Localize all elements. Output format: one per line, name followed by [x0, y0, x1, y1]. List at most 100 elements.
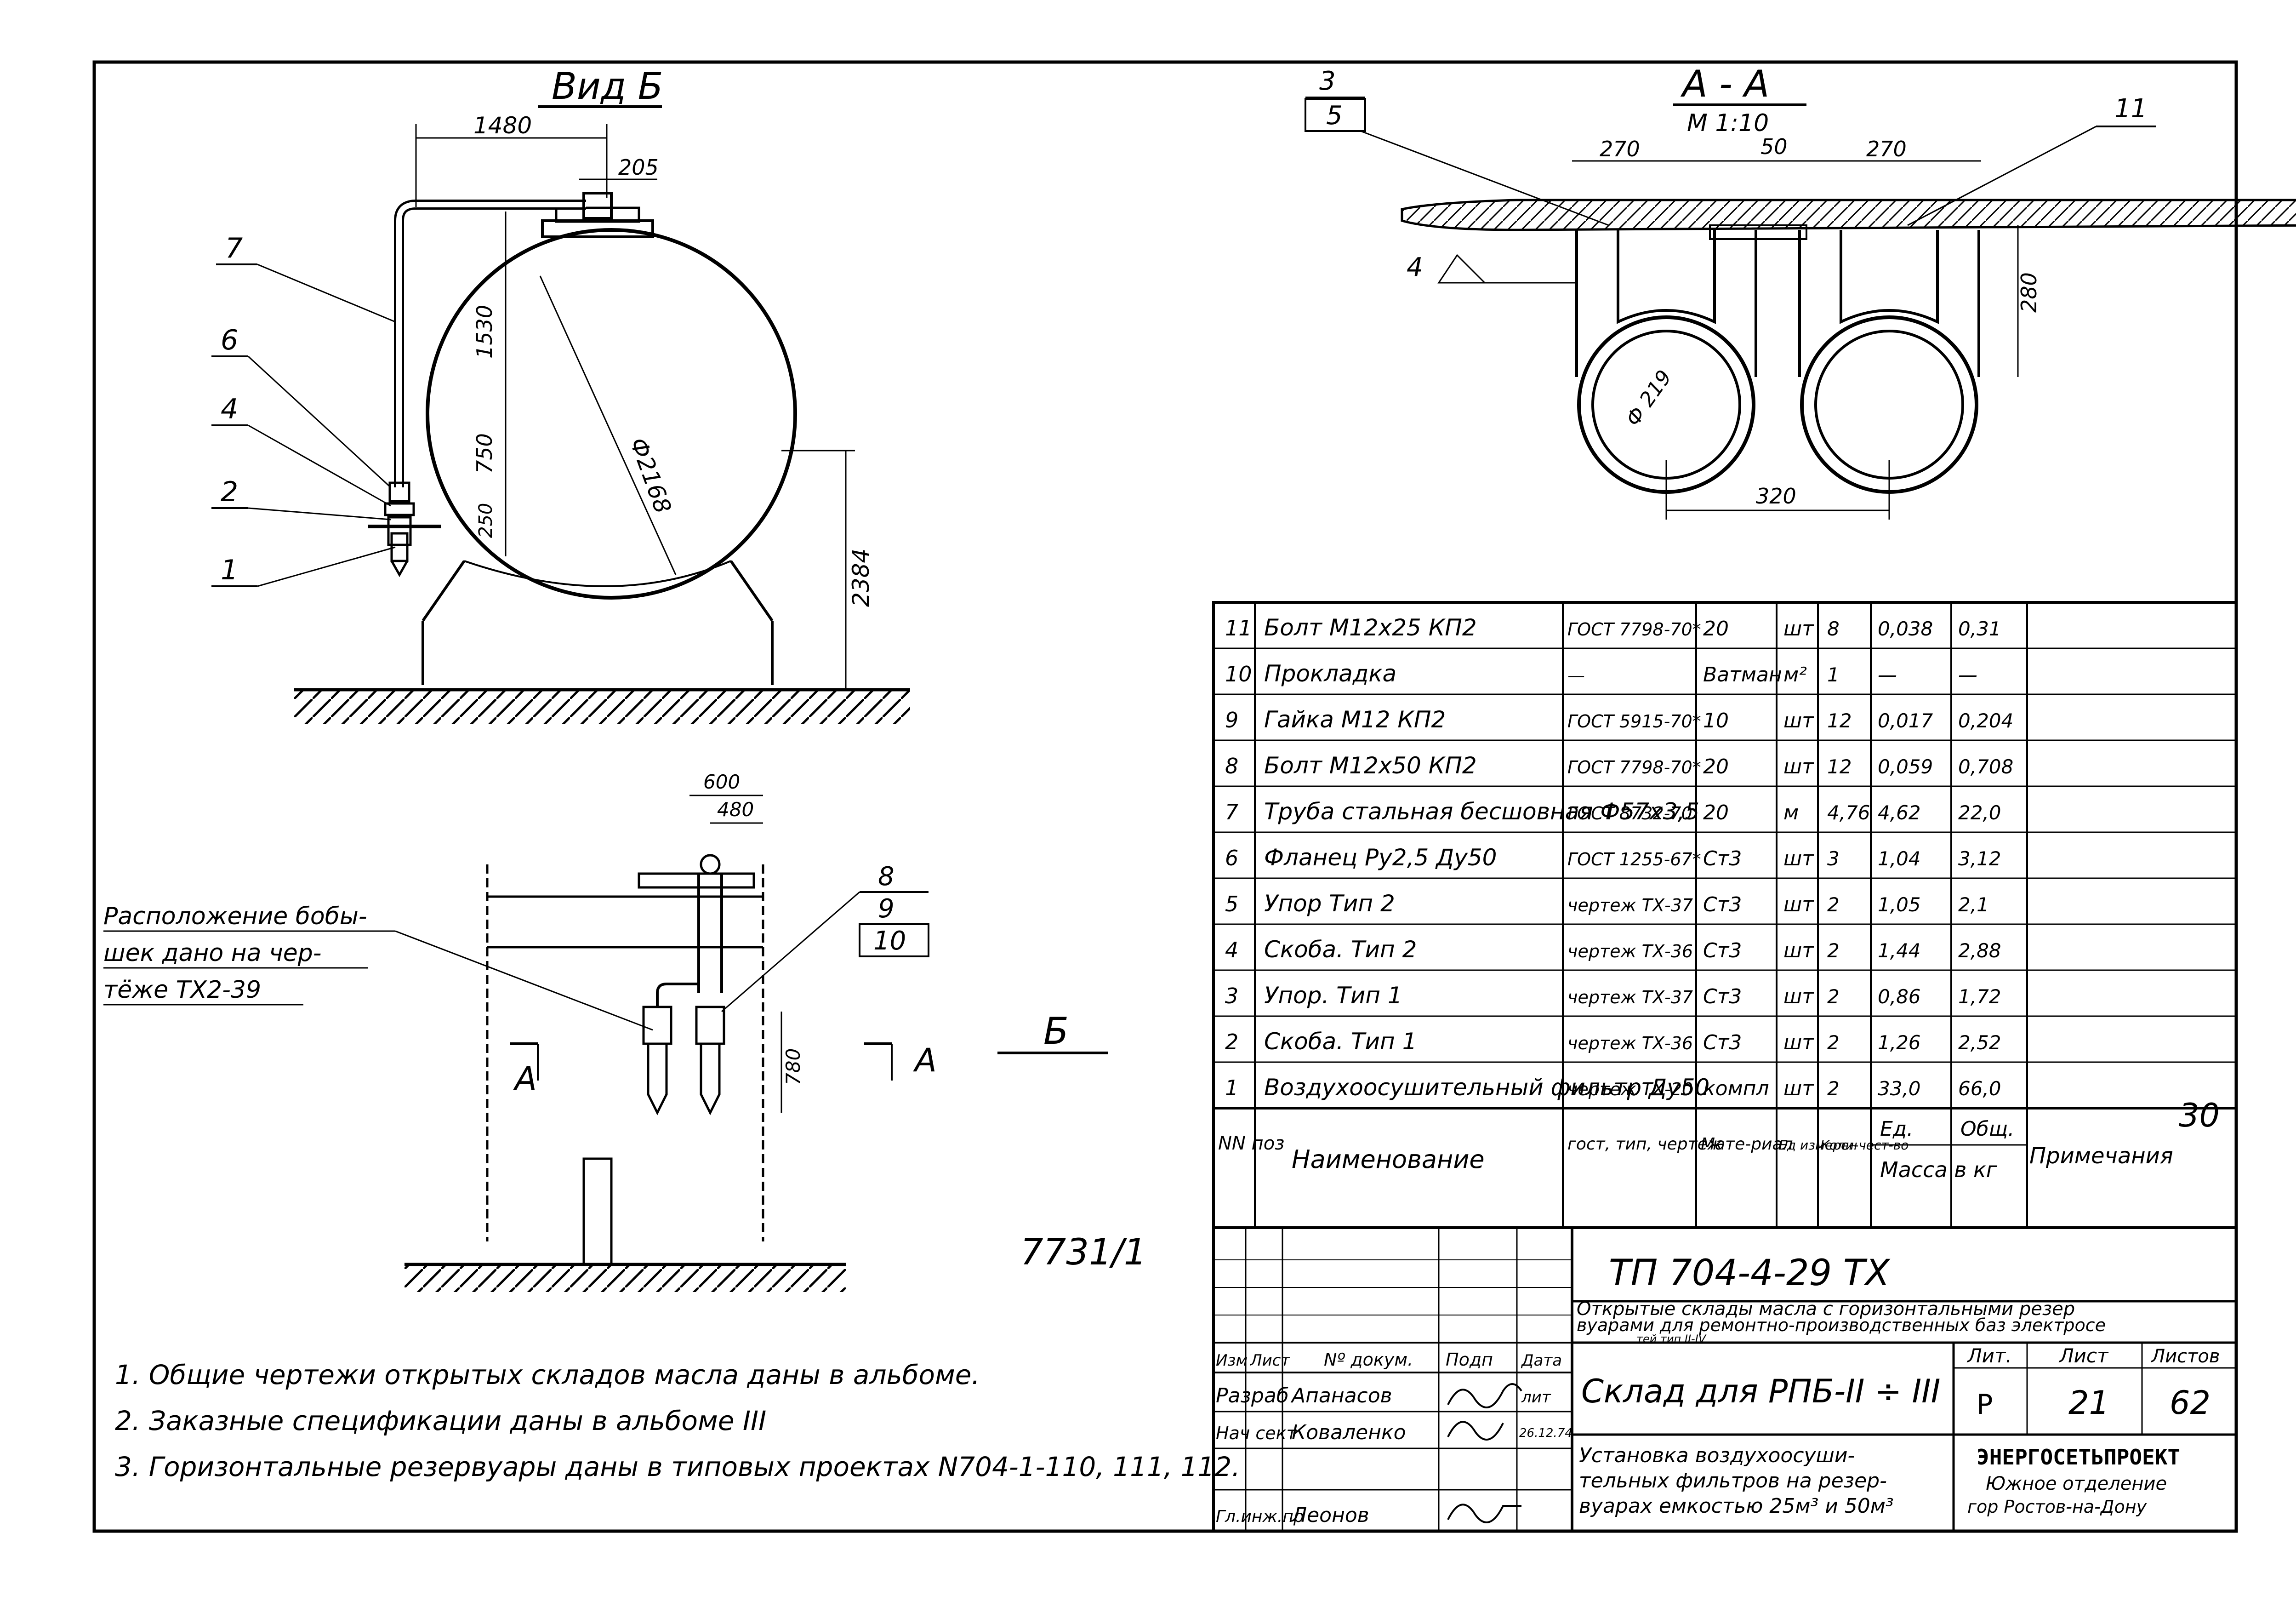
doc-code: ТП 704-4-29 ТХ	[1609, 1252, 1891, 1294]
svg-text:11: 11	[2114, 94, 2147, 124]
title-block: ТП 704-4-29 ТХ Открытые склады масла с г…	[1212, 1226, 2238, 1533]
spec-mass-unit: 1,26	[1878, 1031, 1921, 1054]
spec-pos: 3	[1225, 984, 1238, 1008]
svg-text:1: 1	[221, 554, 238, 586]
svg-text:62: 62	[2170, 1384, 2211, 1422]
spec-mass-total: 22,0	[1958, 801, 2001, 824]
spec-header-material: Мате-риал	[1701, 1135, 1793, 1154]
svg-text:Дата: Дата	[1521, 1351, 1562, 1370]
svg-text:Nº докум.: Nº докум.	[1324, 1350, 1413, 1370]
spec-qty: 3	[1827, 847, 1840, 870]
spec-qty: 2	[1827, 1077, 1840, 1100]
spec-material: Ст3	[1703, 939, 1742, 962]
spec-mass-unit: 0,86	[1878, 985, 1921, 1008]
spec-mass-unit: 0,017	[1878, 709, 1933, 732]
view-b-callouts: 7 6 4 2 1	[211, 232, 396, 587]
spec-name: Болт М12х25 КП2	[1264, 614, 1477, 641]
spec-header-mass-unit: Ед.	[1880, 1117, 1913, 1141]
spec-doc: ГОСТ 5915-70*	[1567, 711, 1701, 732]
spec-mass-total: 66,0	[1958, 1077, 2001, 1100]
spec-unit: шт	[1783, 755, 1814, 778]
svg-text:10: 10	[873, 926, 906, 956]
svg-text:480: 480	[717, 798, 754, 821]
spec-material: Ватман	[1703, 663, 1782, 686]
svg-text:Нач сект: Нач сект	[1216, 1423, 1298, 1443]
spec-header-pos: NN поз	[1218, 1133, 1284, 1154]
spec-qty: 12	[1827, 709, 1852, 732]
spec-unit: шт	[1783, 1031, 1814, 1054]
svg-text:Апанасов: Апанасов	[1290, 1384, 1392, 1407]
spec-pos: 10	[1225, 662, 1252, 686]
svg-text:780: 780	[782, 1048, 804, 1085]
spec-unit: шт	[1783, 939, 1814, 962]
svg-text:7: 7	[225, 232, 243, 264]
spec-name: Гайка М12 КП2	[1264, 706, 1446, 733]
svg-text:Р: Р	[1977, 1389, 1993, 1421]
spec-mass-total: 0,708	[1958, 755, 2013, 778]
svg-text:250: 250	[475, 503, 496, 538]
svg-text:2. Заказные спецификации даны: 2. Заказные спецификации даны в альбоме …	[115, 1405, 766, 1436]
plan-view: 600 480 780 А А Б 8 9 10 Расположение бо…	[103, 771, 1146, 1292]
org-name: ЭНЕРГОСЕТЬПРОЕКТ	[1977, 1445, 2180, 1470]
svg-text:8: 8	[878, 862, 894, 892]
tank-shell	[426, 228, 797, 600]
spec-name: Болт М12х50 КП2	[1264, 752, 1477, 779]
spec-doc: чертеж ТХ-36	[1567, 941, 1693, 961]
svg-text:А: А	[513, 1060, 537, 1098]
spec-mass-unit: —	[1878, 663, 1897, 686]
spec-unit: шт	[1783, 985, 1814, 1008]
svg-text:4: 4	[221, 393, 238, 425]
spec-header-unit: Ед измерен	[1779, 1138, 1857, 1153]
svg-text:1. Общие чертежи открытых скла: 1. Общие чертежи открытых складов масла …	[115, 1359, 980, 1390]
spec-name: Скоба. Тип 1	[1264, 1028, 1417, 1055]
spec-doc: чертеж ТХ-37	[1567, 987, 1693, 1007]
spec-mass-total: 3,12	[1958, 847, 2001, 870]
svg-text:26.12.74: 26.12.74	[1519, 1426, 1572, 1440]
spec-unit: м²	[1783, 663, 1807, 686]
svg-text:Листов: Листов	[2150, 1346, 2220, 1367]
spec-qty: 2	[1827, 985, 1840, 1008]
spec-mass-unit: 4,62	[1878, 801, 1921, 824]
spec-mass-total: 2,1	[1958, 893, 1989, 916]
svg-text:205: 205	[618, 155, 659, 180]
spec-pos: 1	[1225, 1075, 1238, 1100]
svg-text:1530: 1530	[472, 305, 497, 359]
spec-mass-total: 0,31	[1958, 618, 2001, 640]
svg-text:Лист: Лист	[2058, 1344, 2109, 1367]
spec-header-mass: Масса в кг	[1880, 1157, 1998, 1182]
spec-material: компл	[1703, 1077, 1769, 1100]
object-name: Склад для РПБ-II ÷ III	[1581, 1373, 1940, 1410]
spec-name: Упор. Тип 1	[1264, 982, 1402, 1009]
spec-header-name: Наименование	[1292, 1145, 1485, 1174]
spec-mass-unit: 0,038	[1878, 618, 1933, 640]
spec-doc: ГОСТ 1255-67*	[1567, 849, 1701, 869]
svg-text:Изм: Изм	[1216, 1351, 1248, 1370]
svg-text:Открытые склады масла с горизо: Открытые склады масла с горизонтальными …	[1577, 1298, 2075, 1320]
svg-text:50: 50	[1760, 134, 1788, 159]
svg-text:Ф 219: Ф 219	[1621, 366, 1676, 431]
spec-pos: 2	[1225, 1029, 1238, 1054]
spec-header-qty: Коли-чест-во	[1820, 1138, 1909, 1153]
svg-text:Леонов: Леонов	[1291, 1504, 1369, 1527]
spec-material: Ст3	[1703, 847, 1742, 870]
spec-mass-unit: 1,44	[1878, 939, 1921, 962]
spec-unit: шт	[1783, 847, 1814, 870]
spec-mass-total: 2,88	[1958, 939, 2001, 962]
spec-material: Ст3	[1703, 893, 1742, 916]
spec-unit: шт	[1783, 1077, 1814, 1100]
view-mark-b: Б	[1043, 1010, 1069, 1052]
spec-material: 20	[1703, 755, 1729, 778]
spec-header-mass-total: Общ.	[1960, 1117, 2014, 1141]
stamp-number: 30	[2179, 1097, 2220, 1134]
spec-unit: м	[1783, 801, 1799, 824]
spec-pos: 5	[1225, 892, 1238, 916]
view-b: Вид Б 1480 205 1530 750 250	[211, 65, 910, 724]
spec-qty: 1	[1827, 663, 1840, 686]
spec-pos: 9	[1225, 708, 1238, 732]
spec-mass-total: 1,72	[1958, 985, 2001, 1008]
svg-text:320: 320	[1756, 484, 1796, 509]
spec-unit: шт	[1783, 709, 1814, 732]
svg-text:тей тип II-IV: тей тип II-IV	[1636, 1332, 1707, 1345]
svg-text:Лист: Лист	[1249, 1351, 1290, 1370]
svg-text:лит: лит	[1521, 1388, 1551, 1407]
